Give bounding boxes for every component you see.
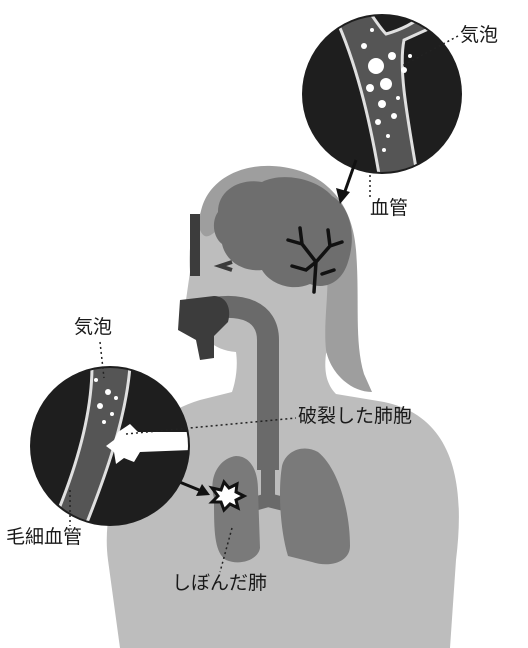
label-bubble-left: 気泡 bbox=[74, 318, 112, 337]
label-blood-vessel: 血管 bbox=[370, 199, 408, 218]
label-bubble-top: 気泡 bbox=[460, 26, 498, 45]
regulator-mask bbox=[178, 296, 229, 360]
label-ruptured-alveolus: 破裂した肺胞 bbox=[298, 407, 412, 426]
left-lung-collapsed bbox=[212, 456, 260, 562]
label-collapsed-lung: しぼんだ肺 bbox=[172, 574, 267, 593]
goggle bbox=[190, 214, 200, 276]
label-capillary: 毛細血管 bbox=[6, 528, 82, 547]
